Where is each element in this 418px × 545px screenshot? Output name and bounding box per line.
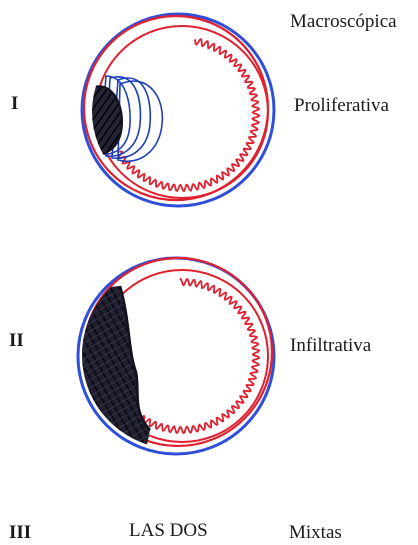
- eye-2-wavy-retina: [138, 279, 259, 433]
- eye-diagram-infiltrative: [78, 258, 274, 454]
- eye-1-tumor-mass: [90, 76, 162, 161]
- eye-diagram-proliferative: [82, 14, 274, 206]
- eye-1-wavy-retina: [119, 39, 260, 191]
